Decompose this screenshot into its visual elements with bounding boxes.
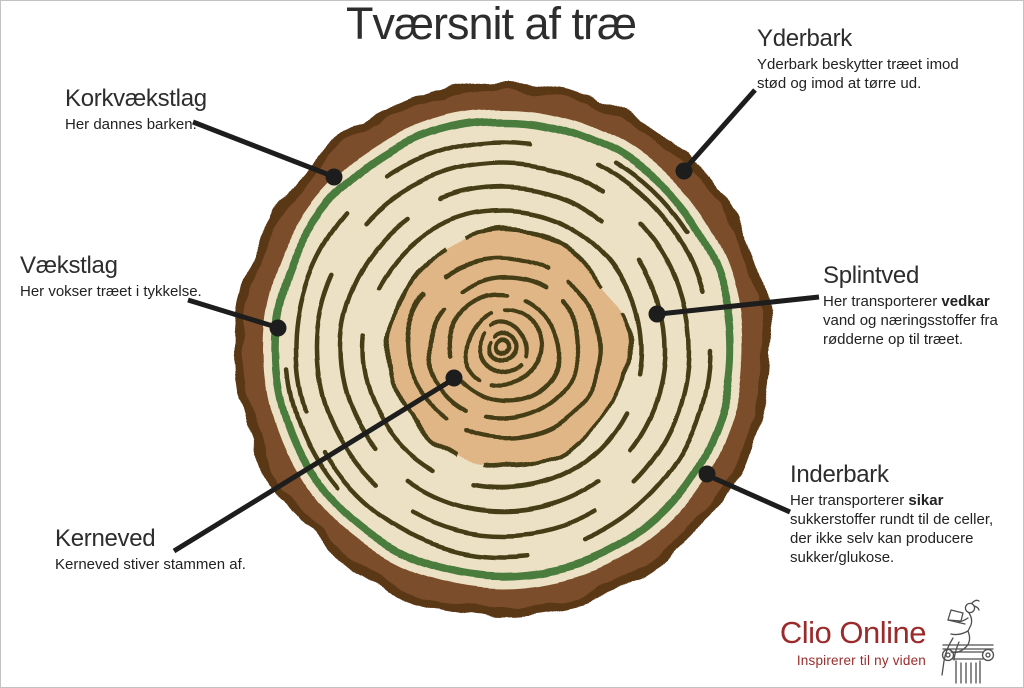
leader-line-vaekstlag: [187, 297, 277, 330]
logo-wordmark: Clio Online: [779, 615, 927, 650]
leader-line-yderbark: [683, 88, 757, 171]
leader-line-kerneved: [172, 377, 454, 554]
vaekstlag-description: Her vokser træet i tykkelse.: [20, 282, 202, 300]
label-inderbark: Inderbark Her transporterer sikar sukker…: [790, 461, 1000, 567]
clio-online-logo: Clio Online Inspirerer til ny viden: [779, 615, 927, 669]
sapwood-growth-rings: [283, 129, 723, 569]
kerneved-heading: Kerneved: [55, 525, 156, 552]
label-vaekstlag: Vækstlag Her vokser træet i tykkelse.: [20, 252, 230, 301]
leader-line-korkvaekstlag: [192, 119, 333, 179]
cambium-green-ring: [271, 117, 735, 581]
leader-dot-korkvaekstlag: [325, 168, 343, 186]
splintved-description: Her transporterer vedkar vand og nærings…: [823, 292, 1003, 349]
leader-dot-inderbark: [698, 465, 716, 483]
vaekstlag-heading: Vækstlag: [20, 252, 118, 279]
leader-dot-vaekstlag: [269, 319, 287, 337]
inderbark-text-rest: sukkerstoffer rundt til de celler, der i…: [790, 510, 994, 566]
label-kerneved: Kerneved Kerneved stiver stammen af.: [55, 525, 285, 574]
woman-with-laptop-on-ionic-column-icon: [941, 599, 995, 684]
leader-lines: [172, 88, 820, 554]
label-yderbark: Yderbark Yderbark beskytter træet imod s…: [757, 25, 962, 93]
label-korkvaekstlag: Korkvækstlag Her dannes barken.: [65, 85, 207, 134]
splintved-text: Her transporterer: [823, 292, 938, 310]
korkvaekstlag-description: Her dannes barken.: [65, 115, 197, 133]
inderbark-description: Her transporterer sikar sukkerstoffer ru…: [790, 491, 1000, 567]
leader-line-splintved: [658, 294, 820, 317]
yderbark-heading: Yderbark: [757, 25, 852, 52]
leader-dot-splintved: [648, 305, 666, 323]
label-splintved: Splintved Her transporterer vedkar vand …: [823, 262, 1003, 349]
pith-center: [493, 339, 513, 357]
logo-tagline: Inspirerer til ny viden: [796, 653, 926, 669]
leader-line-inderbark: [707, 473, 792, 515]
heartwood-growth-rings: [405, 255, 603, 441]
leader-dots: [269, 162, 716, 483]
splintved-heading: Splintved: [823, 262, 920, 289]
inderbark-heading: Inderbark: [790, 461, 889, 488]
leader-dot-kerneved: [445, 369, 463, 387]
inderbark-bold-term: sikar: [908, 491, 944, 509]
splintved-text-rest: vand og næringsstoffer fra rødderne op t…: [823, 311, 998, 348]
leader-dot-yderbark: [675, 162, 693, 180]
yderbark-description: Yderbark beskytter træet imod stød og im…: [757, 55, 959, 92]
kerneved-description: Kerneved stiver stammen af.: [55, 555, 246, 573]
splintved-bold-term: vedkar: [941, 292, 990, 310]
inderbark-text: Her transporterer: [790, 491, 905, 509]
page-title: Tværsnit af træ: [345, 0, 637, 49]
korkvaekstlag-heading: Korkvækstlag: [65, 85, 207, 112]
